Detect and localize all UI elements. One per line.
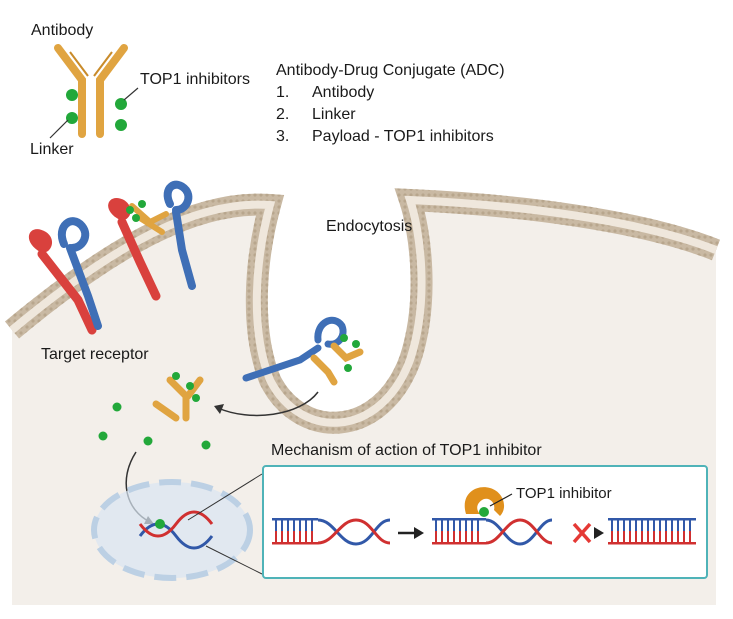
dna-top1-complex xyxy=(432,487,553,546)
zoom-line-bottom xyxy=(205,545,263,575)
top1-inhibitor-label: TOP1 inhibitor xyxy=(516,485,612,502)
legend-antibody-label: Antibody xyxy=(31,22,94,39)
adc-item-3: 3.Payload - TOP1 inhibitors xyxy=(276,128,494,145)
moa-title: Mechanism of action of TOP1 inhibitor xyxy=(271,442,542,459)
target-receptor-red-1 xyxy=(28,229,97,335)
adc-component-list: Antibody-Drug Conjugate (ADC) 1.Antibody… xyxy=(276,60,505,148)
top1-inhibitor-dot xyxy=(479,507,489,517)
legend-top1-label: TOP1 inhibitors xyxy=(140,71,250,88)
nucleus-dna xyxy=(138,510,214,550)
step-arrow-1 xyxy=(398,527,424,539)
legend-linker-label: Linker xyxy=(30,141,74,158)
adc-title: Antibody-Drug Conjugate (ADC) xyxy=(276,62,505,79)
release-arrowhead xyxy=(214,404,224,414)
target-receptor-blue-1 xyxy=(58,217,102,330)
target-receptor-blue-2 xyxy=(163,180,196,290)
adc-item-2: 2.Linker xyxy=(276,106,356,123)
internalized-receptor-adc xyxy=(242,316,364,386)
released-adc xyxy=(152,372,204,422)
cell-membrane xyxy=(4,188,721,434)
release-arrow xyxy=(217,391,319,417)
target-receptor-label: Target receptor xyxy=(41,346,149,363)
adc-item-1: 1.Antibody xyxy=(276,84,375,101)
moa-panel xyxy=(262,465,708,579)
endocytosis-label: Endocytosis xyxy=(326,218,413,235)
blocked-step-x-icon xyxy=(572,522,604,544)
dna-unreplicated xyxy=(608,518,696,545)
legend-antibody-icon xyxy=(49,44,139,139)
zoom-line-top xyxy=(187,473,263,521)
free-payload-particles xyxy=(98,402,211,450)
top1-enzyme-icon xyxy=(464,487,505,516)
dna-intact xyxy=(272,518,391,546)
target-receptor-red-2 xyxy=(108,198,161,301)
adc-bound-to-receptor xyxy=(126,200,169,235)
